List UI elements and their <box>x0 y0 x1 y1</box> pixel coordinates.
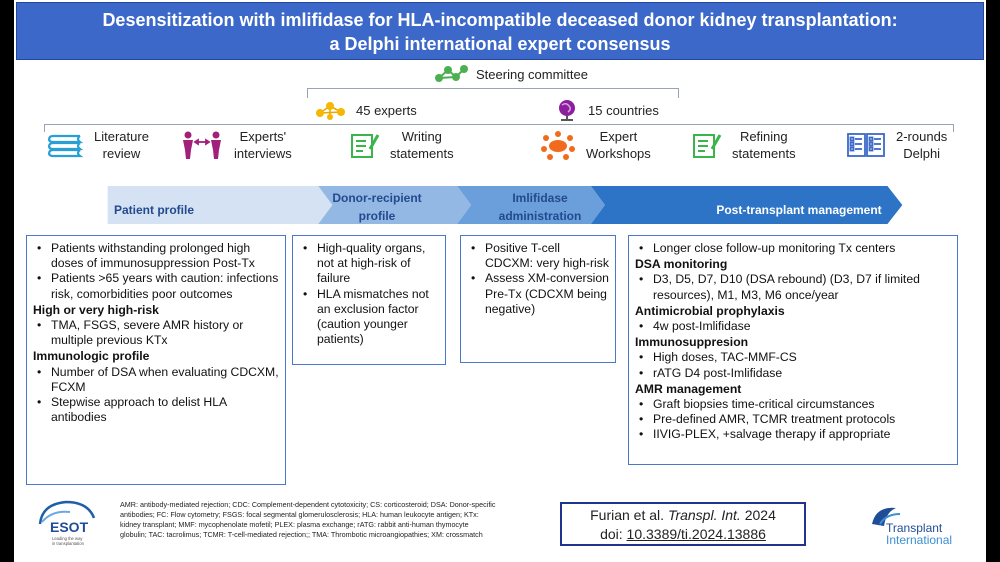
section-heading: High or very high-risk <box>33 302 159 317</box>
step-experts-interviews-line2: interviews <box>234 146 292 161</box>
esot-emblem: ESOT Leading the way in transplantation <box>38 500 96 546</box>
list-item: IIVIG-PLEX, +salvage therapy if appropri… <box>635 427 951 442</box>
ti-line1: Transplant <box>886 521 943 535</box>
step-literature-review-line1: Literature <box>94 129 149 144</box>
phase-label-donor: Donor-recipient profile <box>302 189 452 225</box>
title-line-1: Desensitization with imlifidase for HLA-… <box>102 10 898 30</box>
phase-chevrons <box>107 186 903 224</box>
abbreviations-footnote: AMR: antibody-mediated rejection; CDC: C… <box>120 500 496 539</box>
list-item: Patients >65 years with caution: infecti… <box>33 271 279 301</box>
network-icon <box>435 65 468 82</box>
panel-imlifidase: Positive T-cell CDCXM: very high-risk As… <box>460 235 616 363</box>
list-item: Number of DSA when evaluating CDCXM, FCX… <box>33 365 279 395</box>
step-expert-workshops-line2: Workshops <box>586 146 651 161</box>
list-item: High-quality organs, not at high-risk of… <box>299 241 439 287</box>
phase-chevron-post <box>590 186 903 224</box>
countries-count: 15 countries <box>554 99 659 121</box>
esot-logo: ESOT Leading the way in transplantation <box>30 496 104 556</box>
step-experts-interviews-line1: Experts' <box>239 129 287 144</box>
people-network-icon <box>316 102 345 120</box>
list-item: HLA mismatches not an exclusion factor (… <box>299 287 439 348</box>
transplant-international-logo: Transplant International <box>866 500 978 550</box>
phase-label-imlifidase: Imlifidase administration <box>466 189 614 225</box>
steering-committee-label: Steering committee <box>476 66 588 82</box>
list-item: Graft biopsies time-critical circumstanc… <box>635 397 951 412</box>
phase-label-patient-text: Patient profile <box>113 203 194 217</box>
doi-prefix: doi: <box>600 526 627 542</box>
step-writing-statements: Writing statements <box>350 128 454 162</box>
step-expert-workshops-line1: Expert <box>599 129 638 144</box>
citation-line: Furian et al. Transpl. Int. 2024 <box>562 506 804 525</box>
phase-label-imlifidase-line1: Imlifidase <box>512 191 568 205</box>
phase-chevron-imlifidase <box>457 186 605 224</box>
citation-authors: Furian et al. <box>590 507 665 523</box>
list-item: Pre-defined AMR, TCMR treatment protocol… <box>635 412 951 427</box>
step-literature-review-line2: review <box>102 146 141 161</box>
globe-icon <box>559 100 575 121</box>
list-item: Patients withstanding prolonged high dos… <box>33 241 279 271</box>
phase-label-patient: Patient profile <box>54 201 254 219</box>
list-item: rATG D4 post-Imlifidase <box>635 366 951 381</box>
doi-link[interactable]: 10.3389/ti.2024.13886 <box>626 526 766 542</box>
bracket-middle <box>44 124 954 132</box>
phase-label-donor-line1: Donor-recipient <box>332 191 422 205</box>
list-item: Longer close follow-up monitoring Tx cen… <box>635 241 951 256</box>
phase-label-donor-line2: profile <box>358 209 396 223</box>
step-refining-statements-line2: statements <box>732 146 796 161</box>
step-refining-statements-line1: Refining <box>739 129 788 144</box>
citation-box: Furian et al. Transpl. Int. 2024 doi: 10… <box>560 502 806 546</box>
list-item: Assess XM-conversion Pre-Tx (CDCXM being… <box>467 271 609 317</box>
section-heading: Antimicrobial prophylaxis <box>635 303 785 318</box>
workshop-icon <box>541 131 575 160</box>
section-heading: DSA monitoring <box>635 257 728 272</box>
step-writing-statements-line2: statements <box>390 146 454 161</box>
step-writing-statements-line1: Writing <box>401 129 442 144</box>
panel-donor-recipient: High-quality organs, not at high-risk of… <box>292 235 446 365</box>
step-experts-interviews: Experts' interviews <box>180 128 292 162</box>
bracket-top <box>307 88 679 98</box>
svg-text:in transplantation: in transplantation <box>52 541 85 546</box>
list-item: Stepwise approach to delist HLA antibodi… <box>33 395 279 425</box>
ti-line2: International <box>886 533 952 547</box>
checklist-icon <box>693 134 722 158</box>
books-icon <box>47 134 84 158</box>
panel-patient-profile: Patients withstanding prolonged high dos… <box>26 235 286 485</box>
list-item: High doses, TAC-MMF-CS <box>635 350 951 365</box>
experts-count-label: 45 experts <box>356 102 417 118</box>
section-heading: Immunologic profile <box>33 349 150 364</box>
phase-label-imlifidase-line2: administration <box>498 209 582 223</box>
step-delphi-line2: Delphi <box>903 146 941 161</box>
experts-count: 45 experts <box>314 99 417 121</box>
step-delphi-line1: 2-rounds <box>896 129 948 144</box>
survey-icon <box>847 133 885 157</box>
phase-chevron-donor <box>318 186 472 224</box>
title-bar: Desensitization with imlifidase for HLA-… <box>16 2 984 60</box>
step-refining-statements: Refining statements <box>692 128 796 162</box>
list-item: D3, D5, D7, D10 (DSA rebound) (D3, D7 if… <box>635 272 951 302</box>
section-heading: Immunosuppresion <box>635 335 749 350</box>
phase-chevron-patient <box>107 186 333 224</box>
doi-line: doi: 10.3389/ti.2024.13886 <box>562 525 804 544</box>
phase-label-post-text: Post-transplant management <box>716 203 882 217</box>
phase-label-post: Post-transplant management <box>634 201 964 219</box>
list-item: 4w post-Imlifidase <box>635 319 951 334</box>
list-item: Positive T-cell CDCXM: very high-risk <box>467 241 609 271</box>
countries-count-label: 15 countries <box>588 102 659 118</box>
esot-wordmark: ESOT <box>50 519 89 535</box>
section-heading: AMR management <box>635 381 742 396</box>
title-line-2: a Delphi international expert consensus <box>329 34 671 54</box>
checklist-icon <box>351 134 380 158</box>
panel-post-transplant: Longer close follow-up monitoring Tx cen… <box>628 235 958 465</box>
steering-committee: Steering committee <box>434 64 588 84</box>
transplant-international-emblem: Transplant International <box>872 507 952 547</box>
svg-text:Leading the way: Leading the way <box>52 536 83 541</box>
interview-icon <box>183 131 221 159</box>
infographic: Desensitization with imlifidase for HLA-… <box>14 0 986 562</box>
step-literature-review: Literature review <box>46 128 149 162</box>
citation-year: 2024 <box>744 507 776 523</box>
citation-journal: Transpl. Int. <box>667 507 741 523</box>
list-item: TMA, FSGS, severe AMR history or multipl… <box>33 318 279 348</box>
